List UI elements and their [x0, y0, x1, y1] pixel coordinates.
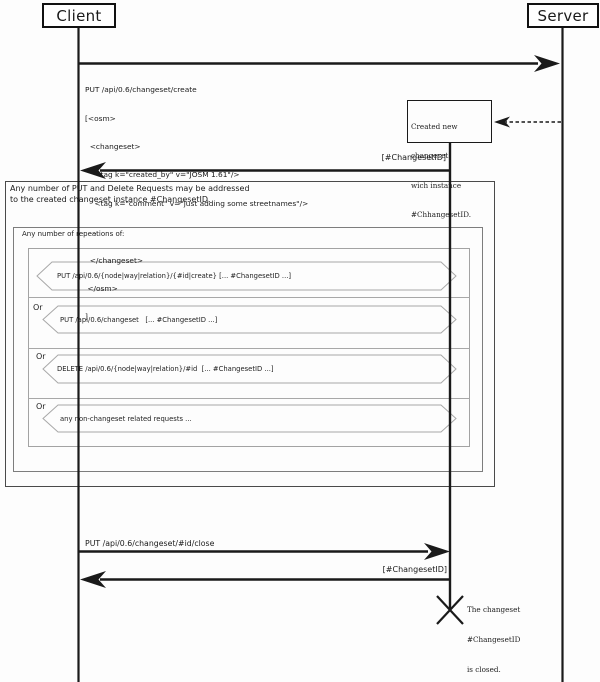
close-request-arrowhead-icon [424, 543, 450, 560]
created-changeset-note-box [407, 100, 492, 143]
repetition-frame-caption: Any number of repeations of: [22, 230, 125, 238]
or-label: Or [36, 352, 46, 361]
option-text-3: DELETE /api/0.6/{node|way|relation}/#id … [57, 365, 274, 373]
changeset-requests-frame [5, 181, 495, 487]
client-actor-label: Client [56, 6, 102, 25]
client-actor-box: Client [42, 3, 116, 28]
option-text-2: PUT /api/0.6/changeset [... #ChangesetID… [60, 315, 218, 324]
changeset-closed-note-text: The changeset #ChangesetID is closed. No… [467, 604, 521, 674]
or-label: Or [33, 303, 43, 312]
repetition-frame [13, 227, 483, 472]
options-frame [28, 248, 470, 447]
create-response-label: [#ChangesetID] [381, 153, 446, 162]
close-response-arrowhead-icon [80, 571, 106, 588]
close-response-label: [#ChangesetID] [382, 564, 447, 574]
or-label: Or [36, 402, 46, 411]
note-link-arrowhead-icon [494, 116, 510, 128]
destroy-x-icon [436, 595, 464, 625]
create-request-arrowhead-icon [534, 55, 560, 72]
close-request-label: PUT /api/0.6/changeset/#id/close [85, 538, 215, 548]
server-actor-label: Server [537, 6, 589, 25]
create-request-body: PUT /api/0.6/changeset/create [<osm> <ch… [85, 85, 309, 322]
changeset-requests-frame-caption: Any number of PUT and Delete Requests ma… [10, 184, 250, 204]
server-actor-box: Server [527, 3, 599, 28]
created-changeset-note-text: Created new changeset wich instance #Chh… [411, 122, 472, 220]
option-text-4: any non-changeset related requests ... [60, 414, 192, 423]
option-text-1: PUT /api/0.6/{node|way|relation}/{#id|cr… [57, 272, 292, 280]
